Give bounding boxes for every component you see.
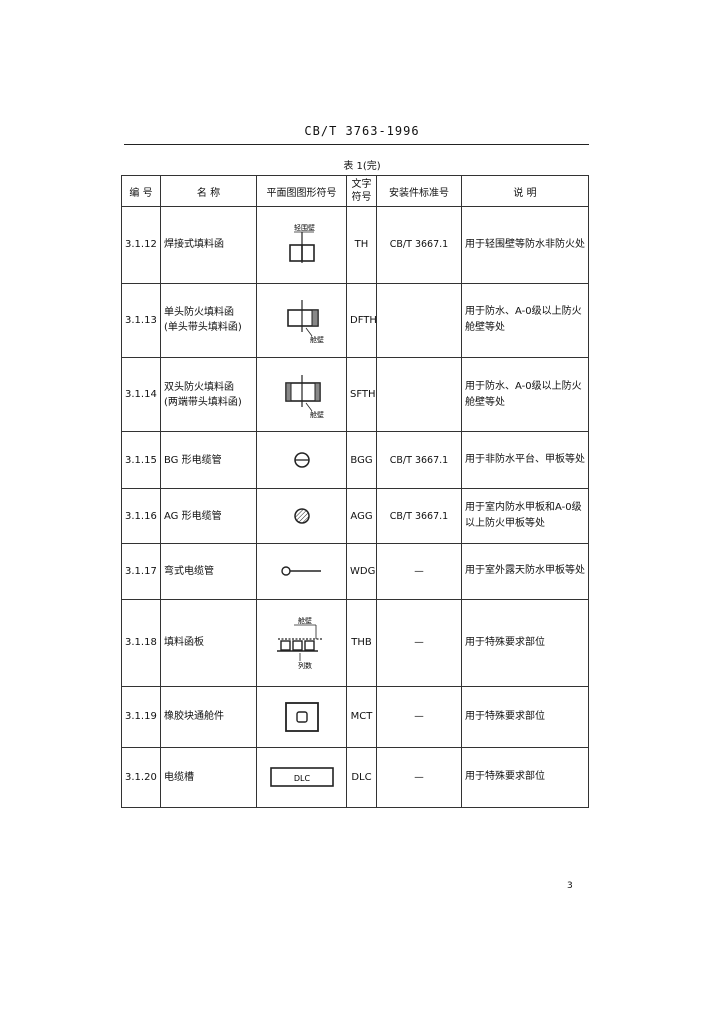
table-caption: 表 1(完)	[343, 161, 381, 172]
stuffing-box-plate-symbol: 舱壁 列数	[256, 598, 347, 688]
column-header-symbol: 平面图图形符号	[256, 175, 347, 207]
row-standard: CB/T 3667.1	[376, 487, 462, 545]
row-description: 用于特殊要求部位	[461, 746, 589, 809]
row-number: 3.1.12	[121, 206, 161, 284]
header-rule	[124, 144, 589, 145]
row-code: THB	[346, 598, 377, 688]
column-header-number: 编 号	[121, 175, 161, 207]
row-number: 3.1.14	[121, 356, 161, 433]
double-fire-stuffing-box-symbol: 舱壁	[256, 356, 347, 433]
table-row: 3.1.15 BG 形电缆管 BGG CB/T 3667.1 用于非防水平台、甲…	[121, 431, 589, 489]
row-description: 用于特殊要求部位	[461, 598, 589, 688]
row-description: 用于室内防水甲板和A-0级以上防火甲板等处	[461, 487, 589, 545]
row-name-text: 单头防火填料函 (单头带头填料函)	[164, 307, 242, 334]
row-name-text: 橡胶块通舱件	[164, 711, 224, 723]
row-code: BGG	[346, 431, 377, 489]
row-name: AG 形电缆管	[160, 487, 257, 545]
row-name: BG 形电缆管	[160, 431, 257, 489]
row-name: 填料函板	[160, 598, 257, 688]
row-number: 3.1.20	[121, 746, 161, 809]
row-name-text: 电缆槽	[164, 771, 194, 783]
row-number: 3.1.15	[121, 431, 161, 489]
row-number: 3.1.19	[121, 686, 161, 748]
column-header-standard: 安装件标准号	[376, 175, 462, 207]
row-number: 3.1.13	[121, 282, 161, 358]
symbol-label: 舱壁	[310, 335, 324, 344]
row-number: 3.1.16	[121, 487, 161, 545]
symbol-label: 轻围壁	[294, 223, 315, 232]
table-row: 3.1.20 电缆槽 DLC DLC — 用于特殊要求部位	[121, 746, 589, 809]
symbol-label-2: 列数	[298, 661, 312, 670]
document-header: CB/T 3763-1996	[304, 124, 420, 138]
row-name-text: AG 形电缆管	[164, 510, 222, 522]
column-header-name: 名 称	[160, 175, 257, 207]
row-standard: CB/T 3667.1	[376, 206, 462, 284]
row-name-text: BG 形电缆管	[164, 454, 222, 466]
table-row: 3.1.16 AG 形电缆管 AGG CB/T 3667.1 用于室内防水甲板和…	[121, 487, 589, 545]
row-standard	[376, 282, 462, 358]
row-description: 用于防水、A-0级以上防火舱壁等处	[461, 282, 589, 358]
row-number: 3.1.18	[121, 598, 161, 688]
row-name: 弯式电缆管	[160, 543, 257, 600]
row-standard: —	[376, 543, 462, 600]
row-name-text: 弯式电缆管	[164, 565, 214, 577]
row-name-text: 双头防火填料函 (两端带头填料函)	[164, 381, 242, 408]
row-name-text: 焊接式填料函	[164, 239, 224, 251]
table-header-row: 编 号 名 称 平面图图形符号 文字 符号 安装件标准号 说 明	[121, 175, 589, 207]
table-row: 3.1.19 橡胶块通舱件 MCT — 用于特殊要求部位	[121, 686, 589, 748]
row-standard: —	[376, 686, 462, 748]
row-name: 电缆槽	[160, 746, 257, 809]
row-code: MCT	[346, 686, 377, 748]
table-row: 3.1.14 双头防火填料函 (两端带头填料函) 舱壁 SFTH 用于防水、A-…	[121, 356, 589, 433]
row-code: DFTH	[346, 282, 377, 358]
bg-cable-pipe-symbol	[256, 431, 347, 489]
row-standard: —	[376, 746, 462, 809]
column-header-description: 说 明	[461, 175, 589, 207]
table-row: 3.1.18 填料函板 舱壁 列数 THB — 用于特殊要求部位	[121, 598, 589, 688]
row-code: DLC	[346, 746, 377, 809]
symbol-label: DLC	[293, 774, 310, 783]
symbol-label: 舱壁	[310, 410, 324, 419]
symbol-table: 编 号 名 称 平面图图形符号 文字 符号 安装件标准号 说 明 3.1.12 …	[121, 175, 589, 809]
row-description: 用于室外露天防水甲板等处	[461, 543, 589, 600]
cable-trough-symbol: DLC	[256, 746, 347, 809]
row-description: 用于非防水平台、甲板等处	[461, 431, 589, 489]
table-row: 3.1.13 单头防火填料函 (单头带头填料函) 舱壁 DFTH 用于防水、A-…	[121, 282, 589, 358]
column-header-code: 文字 符号	[346, 175, 377, 207]
bent-cable-pipe-symbol	[256, 543, 347, 600]
page-number: 3	[567, 881, 573, 891]
row-name: 焊接式填料函	[160, 206, 257, 284]
row-description: 用于特殊要求部位	[461, 686, 589, 748]
row-name: 双头防火填料函 (两端带头填料函)	[160, 356, 257, 433]
row-name-text: 填料函板	[164, 637, 204, 649]
row-standard: —	[376, 598, 462, 688]
row-description: 用于轻围壁等防水非防火处	[461, 206, 589, 284]
table-row: 3.1.17 弯式电缆管 WDG — 用于室外露天防水甲板等处	[121, 543, 589, 600]
row-code: WDG	[346, 543, 377, 600]
row-code: SFTH	[346, 356, 377, 433]
row-number: 3.1.17	[121, 543, 161, 600]
row-standard	[376, 356, 462, 433]
welded-stuffing-box-symbol: 轻围壁	[256, 206, 347, 284]
row-code: AGG	[346, 487, 377, 545]
symbol-label: 舱壁	[298, 616, 312, 625]
rubber-block-transit-symbol	[256, 686, 347, 748]
row-standard: CB/T 3667.1	[376, 431, 462, 489]
table-row: 3.1.12 焊接式填料函 轻围壁 TH CB/T 3667.1 用于轻围壁等防…	[121, 206, 589, 284]
row-name: 橡胶块通舱件	[160, 686, 257, 748]
row-name: 单头防火填料函 (单头带头填料函)	[160, 282, 257, 358]
single-fire-stuffing-box-symbol: 舱壁	[256, 282, 347, 358]
row-description: 用于防水、A-0级以上防火舱壁等处	[461, 356, 589, 433]
row-code: TH	[346, 206, 377, 284]
ag-cable-pipe-symbol	[256, 487, 347, 545]
column-header-code-text: 文字 符号	[351, 179, 372, 203]
